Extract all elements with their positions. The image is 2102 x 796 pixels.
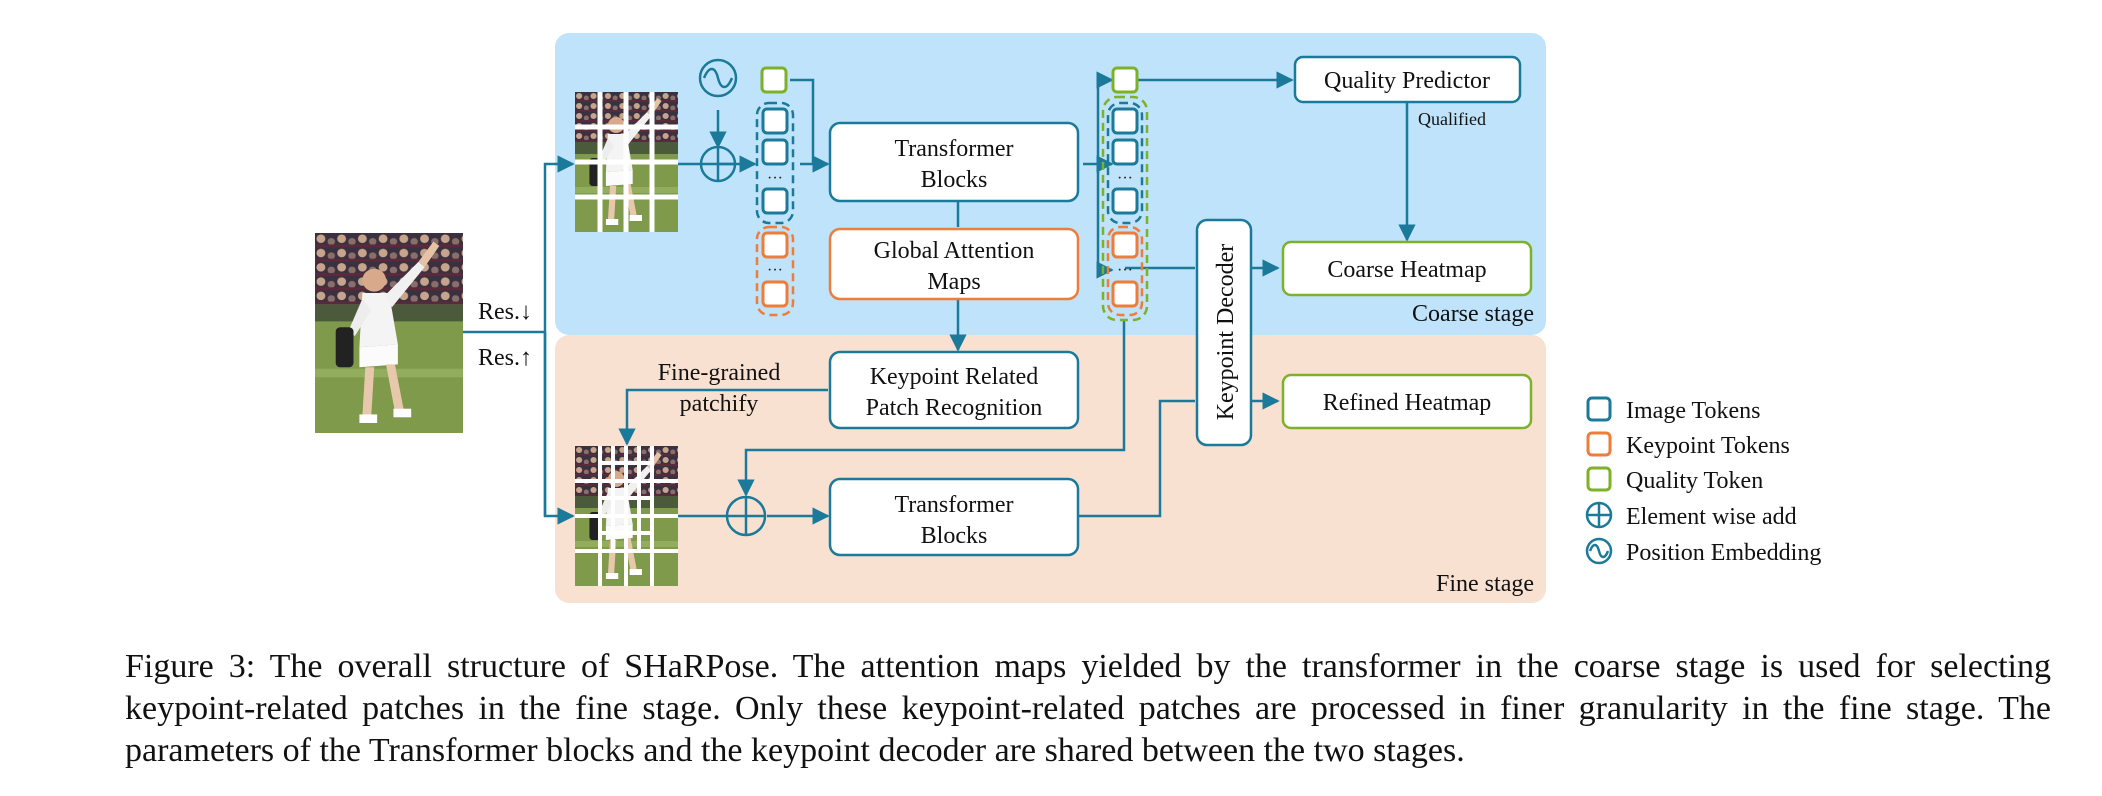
res-up-label: Res.↑ bbox=[478, 345, 532, 371]
svg-text:Maps: Maps bbox=[927, 269, 980, 295]
legend-label: Element wise add bbox=[1626, 504, 1797, 530]
keypoint-related-patch-recognition: Keypoint Related Patch Recognition bbox=[828, 350, 1080, 430]
coarse-heatmap: Coarse Heatmap bbox=[1281, 240, 1533, 297]
legend: Image Tokens Keypoint Tokens Quality Tok… bbox=[1585, 396, 1821, 566]
quality-token-icon bbox=[1586, 466, 1612, 492]
coarse-output-tokens: ··· ··· bbox=[1101, 66, 1149, 322]
keypoint-decoder: Keypoint Decoder bbox=[1195, 218, 1253, 447]
svg-text:Keypoint Decoder: Keypoint Decoder bbox=[1213, 244, 1239, 421]
svg-text:Blocks: Blocks bbox=[921, 167, 988, 193]
svg-text:···: ··· bbox=[1117, 170, 1133, 187]
fine-grained-label: Fine-grained bbox=[658, 360, 781, 386]
svg-text:Patch Recognition: Patch Recognition bbox=[866, 395, 1043, 421]
svg-text:Transformer: Transformer bbox=[894, 492, 1013, 518]
legend-label: Keypoint Tokens bbox=[1626, 433, 1790, 459]
legend-label: Image Tokens bbox=[1626, 398, 1761, 424]
keypoint-token-icon bbox=[1586, 431, 1612, 457]
quality-predictor: Quality Predictor bbox=[1293, 55, 1522, 104]
svg-text:Quality Predictor: Quality Predictor bbox=[1324, 68, 1490, 94]
position-embedding-icon bbox=[1585, 537, 1613, 565]
position-embedding-icon bbox=[698, 58, 738, 98]
fine-patch-image bbox=[575, 446, 678, 586]
svg-text:Refined Heatmap: Refined Heatmap bbox=[1323, 390, 1492, 416]
global-attention-maps: Global Attention Maps bbox=[828, 227, 1080, 301]
svg-text:···: ··· bbox=[767, 170, 783, 187]
svg-text:Keypoint Related: Keypoint Related bbox=[870, 364, 1039, 390]
patchify-label: patchify bbox=[680, 391, 759, 417]
fine-stage-label: Fine stage bbox=[1436, 571, 1534, 597]
architecture-diagram: ··· ··· ··· ··· Transformer Blocks Globa… bbox=[315, 33, 1821, 603]
svg-text:Transformer: Transformer bbox=[894, 136, 1013, 162]
coarse-stage-label: Coarse stage bbox=[1412, 301, 1534, 327]
refined-heatmap: Refined Heatmap bbox=[1281, 373, 1533, 430]
coarse-patch-image bbox=[575, 92, 678, 232]
qualified-label: Qualified bbox=[1418, 109, 1486, 129]
figure-caption: Figure 3: The overall structure of SHaRP… bbox=[125, 648, 2051, 769]
input-image bbox=[315, 233, 463, 433]
image-token-icon bbox=[1586, 396, 1612, 422]
svg-text:Blocks: Blocks bbox=[921, 523, 988, 549]
svg-text:···: ··· bbox=[767, 262, 783, 279]
svg-text:Coarse Heatmap: Coarse Heatmap bbox=[1327, 257, 1486, 283]
svg-text:···: ··· bbox=[1117, 262, 1133, 279]
element-add-icon bbox=[699, 145, 737, 183]
res-down-label: Res.↓ bbox=[478, 299, 532, 325]
transformer-blocks-coarse: Transformer Blocks bbox=[828, 121, 1080, 203]
legend-label: Position Embedding bbox=[1626, 540, 1821, 566]
element-add-icon bbox=[1585, 501, 1613, 529]
transformer-blocks-fine: Transformer Blocks bbox=[828, 477, 1080, 557]
svg-text:Global Attention: Global Attention bbox=[874, 238, 1035, 264]
coarse-input-tokens: ··· ··· bbox=[755, 66, 795, 317]
legend-label: Quality Token bbox=[1626, 468, 1763, 494]
element-add-icon bbox=[725, 495, 767, 537]
